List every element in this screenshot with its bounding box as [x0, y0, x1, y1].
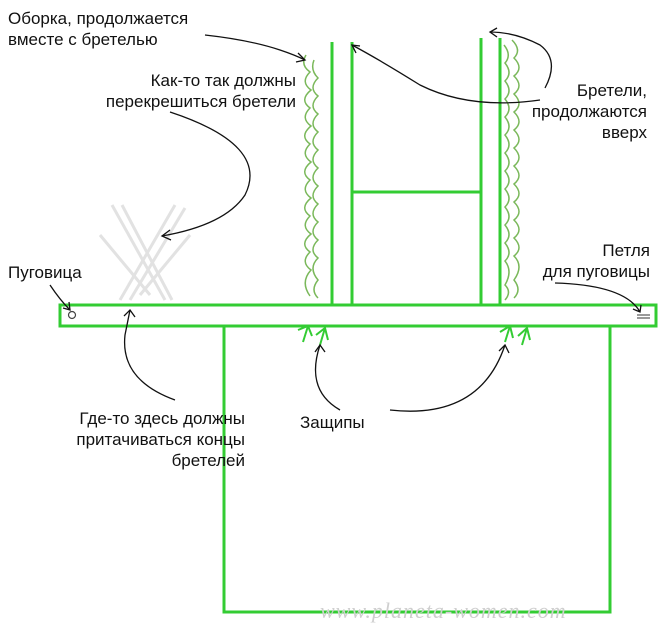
pleats-arrow-left	[314, 344, 341, 411]
skirt-body	[222, 326, 612, 614]
cross-arrow	[161, 111, 251, 237]
straps-arrow	[351, 44, 541, 104]
waistband	[58, 303, 658, 328]
loop-icon	[637, 314, 650, 319]
loop-arrow	[554, 282, 641, 313]
pleats-left	[297, 324, 329, 346]
watermark: www.planeta-women.com	[320, 598, 567, 623]
pleats-right	[499, 324, 531, 346]
straps	[330, 38, 502, 305]
label-button: Пуговица	[8, 263, 82, 282]
label-pleats: Защипы	[300, 413, 365, 432]
left-ruffle	[303, 54, 320, 299]
strap-ends-arrow	[123, 309, 176, 401]
right-ruffle	[503, 39, 520, 301]
button-arrow	[49, 284, 71, 311]
straps-arrow-2	[489, 31, 552, 89]
annotation-arrows	[49, 27, 642, 412]
button-icon	[67, 310, 77, 320]
ruffle-arrow	[204, 34, 306, 61]
crossed-straps-sketch	[98, 204, 192, 301]
pleats-arrow-right	[389, 344, 506, 412]
